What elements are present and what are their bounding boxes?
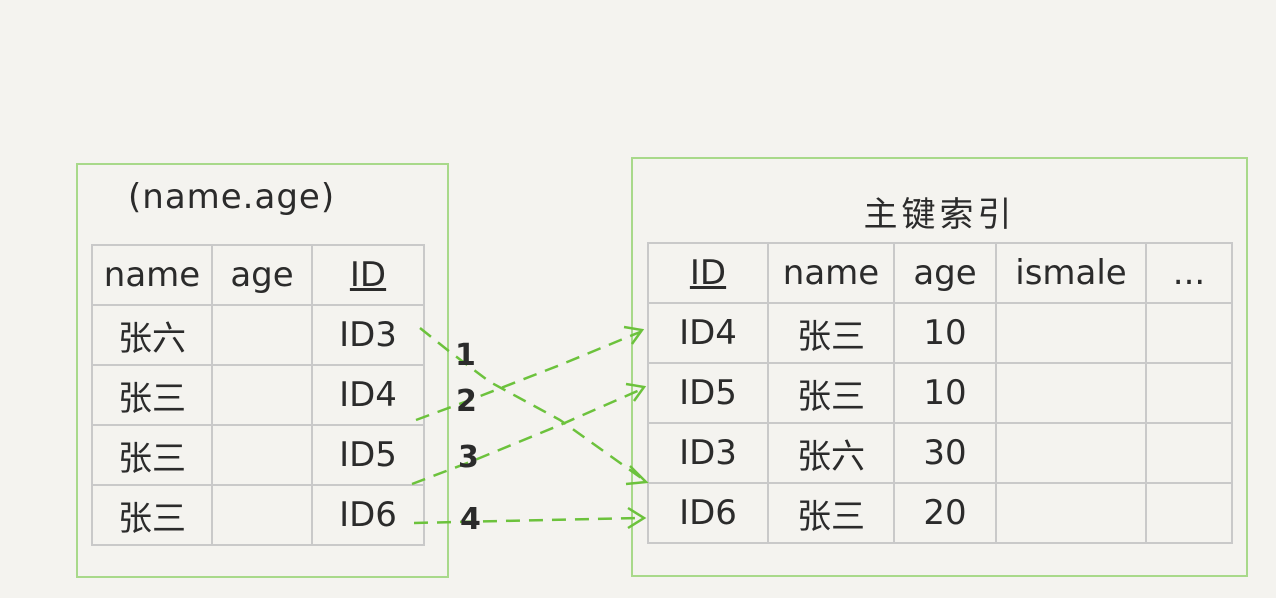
table-cell: 张三 [91, 424, 213, 486]
primary-key-index-panel: 主键索引 ID name age ismale ... ID4 张三 10 ID… [631, 157, 1248, 577]
table-cell [211, 484, 313, 546]
table-row: ID3 张六 30 [647, 422, 1233, 484]
table-row: 张三 ID4 [91, 364, 425, 426]
table-cell: ID3 [647, 422, 769, 484]
table-cell: 30 [893, 422, 997, 484]
table-row: 张三 ID5 [91, 424, 425, 486]
column-header: name [767, 242, 895, 304]
table-cell: ID6 [311, 484, 425, 546]
lookup-order-label-4: 4 [460, 502, 481, 537]
table-cell: 张三 [767, 362, 895, 424]
table-cell: 张三 [91, 364, 213, 426]
column-header: ID [311, 244, 425, 306]
table-cell: 张六 [91, 304, 213, 366]
secondary-index-panel: (name.age) name age ID 张六 ID3 张三 ID4 张三 … [76, 163, 449, 578]
table-header-row: name age ID [91, 244, 425, 306]
lookup-order-label-3: 3 [458, 440, 479, 475]
table-cell: ID3 [311, 304, 425, 366]
table-cell [211, 364, 313, 426]
secondary-index-title: (name.age) [128, 177, 336, 217]
table-cell: 10 [893, 362, 997, 424]
table-cell [211, 304, 313, 366]
primary-key-index-table: ID name age ismale ... ID4 张三 10 ID5 张三 … [647, 242, 1233, 544]
table-cell [1145, 362, 1233, 424]
column-header: ismale [995, 242, 1147, 304]
table-row: 张六 ID3 [91, 304, 425, 366]
table-row: ID4 张三 10 [647, 302, 1233, 364]
table-cell: ID4 [647, 302, 769, 364]
table-cell: ID6 [647, 482, 769, 544]
table-cell [995, 482, 1147, 544]
table-cell [995, 302, 1147, 364]
table-cell [995, 422, 1147, 484]
table-cell [1145, 302, 1233, 364]
table-cell [211, 424, 313, 486]
table-cell: 张三 [767, 302, 895, 364]
arrow-1 [419, 327, 645, 482]
primary-key-index-title: 主键索引 [863, 195, 1016, 235]
column-header: age [211, 244, 313, 306]
table-row: ID5 张三 10 [647, 362, 1233, 424]
table-cell [1145, 422, 1233, 484]
table-cell: 张六 [767, 422, 895, 484]
table-cell: 张三 [91, 484, 213, 546]
column-header: name [91, 244, 213, 306]
table-cell: 10 [893, 302, 997, 364]
table-cell: ID4 [311, 364, 425, 426]
table-row: ID6 张三 20 [647, 482, 1233, 544]
lookup-order-label-2: 2 [456, 384, 477, 419]
table-cell [1145, 482, 1233, 544]
column-header: age [893, 242, 997, 304]
table-cell: ID5 [311, 424, 425, 486]
table-cell: ID5 [647, 362, 769, 424]
table-cell [995, 362, 1147, 424]
secondary-index-table: name age ID 张六 ID3 张三 ID4 张三 ID5 张三 ID6 [91, 244, 425, 546]
arrow-2 [415, 330, 641, 422]
table-cell: 20 [893, 482, 997, 544]
table-row: 张三 ID6 [91, 484, 425, 546]
column-header: ... [1145, 242, 1233, 304]
lookup-order-label-1: 1 [455, 338, 476, 373]
table-header-row: ID name age ismale ... [647, 242, 1233, 304]
column-header: ID [647, 242, 769, 304]
table-cell: 张三 [767, 482, 895, 544]
